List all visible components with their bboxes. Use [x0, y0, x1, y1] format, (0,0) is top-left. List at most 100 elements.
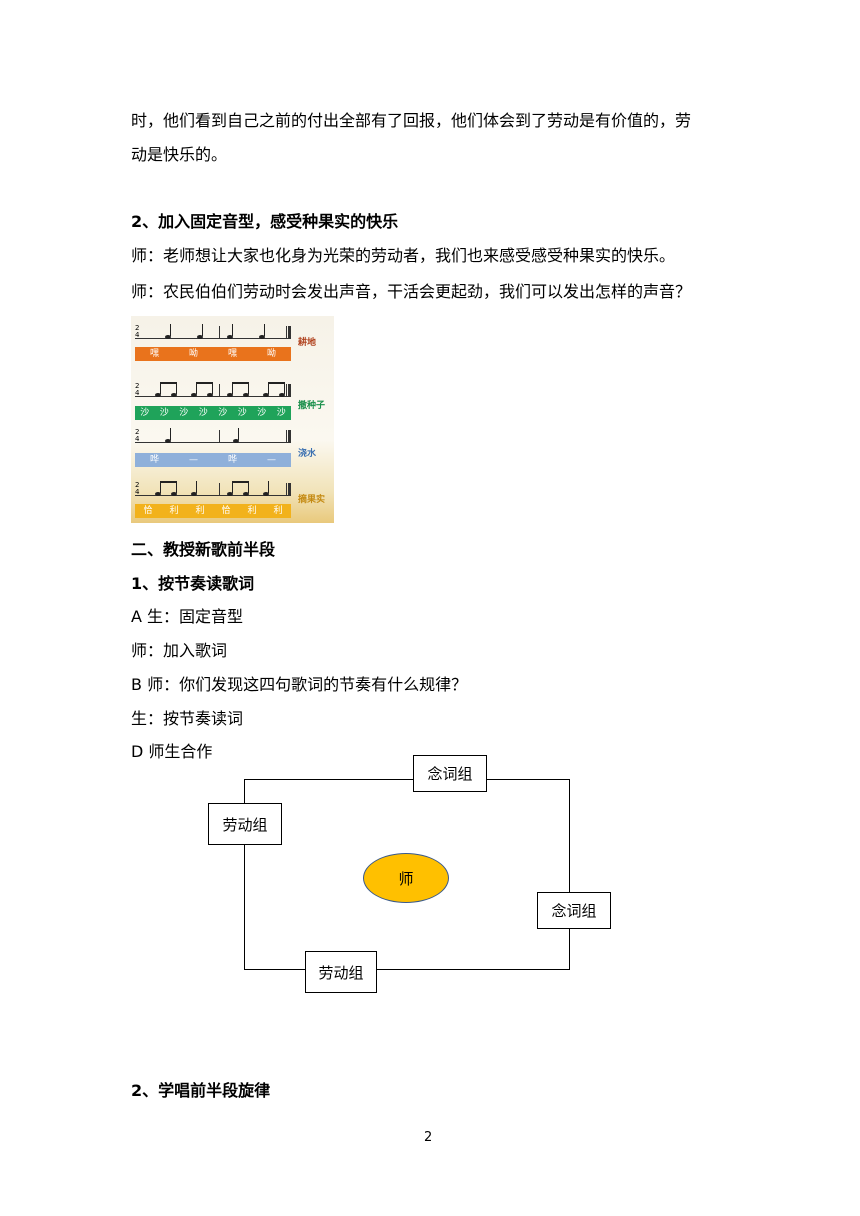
activity-label: 摘果实: [298, 495, 326, 505]
note-stem: [264, 324, 265, 336]
note-head: [233, 439, 239, 443]
diagram-center-oval: 师: [363, 853, 449, 903]
syllable: 沙: [237, 408, 247, 418]
syllable: 恰: [221, 506, 231, 516]
diagram-box-bottom: 劳动组: [305, 951, 377, 993]
step-b: B 师：你们发现这四句歌词的节奏有什么规律？: [131, 675, 468, 694]
paragraph-line-1: 时，他们看到自己之前的付出全部有了回报，他们体会到了劳动是有价值的，劳: [131, 111, 692, 130]
syllable: 沙: [179, 408, 189, 418]
note-head: [165, 335, 171, 339]
step-a: A 生：固定音型: [131, 607, 244, 626]
note-beam: [232, 481, 249, 483]
activity-label: 浇水: [298, 449, 317, 459]
note-head: [155, 393, 161, 397]
note-stem: [202, 324, 203, 336]
note-head: [243, 492, 249, 496]
activity-label: 撒种子: [298, 401, 326, 411]
note-stem: [212, 382, 213, 394]
note-beam: [196, 382, 213, 384]
syllable-band: 恰利利恰利利: [135, 504, 291, 518]
syllable: 嘿: [227, 349, 237, 359]
note-stem: [160, 481, 161, 493]
page-number: 2: [424, 1130, 433, 1145]
note-stem: [284, 382, 285, 394]
note-head: [191, 393, 197, 397]
activity-label: 耕地: [298, 338, 317, 348]
note-stem: [248, 382, 249, 394]
note-stem: [170, 428, 171, 440]
note-beam: [232, 382, 249, 384]
note-head: [171, 393, 177, 397]
syllable: 呦: [266, 349, 276, 359]
section-heading-2: 2、加入固定音型，感受种果实的快乐: [131, 212, 399, 231]
note-stem: [248, 481, 249, 493]
syllable-band: 嘿呦嘿呦: [135, 347, 291, 361]
syllable: —: [188, 455, 198, 465]
note-head: [165, 439, 171, 443]
syllable: —: [266, 455, 276, 465]
note-stem: [196, 382, 197, 394]
note-stem: [232, 324, 233, 336]
note-head: [197, 335, 203, 339]
note-head: [191, 492, 197, 496]
syllable: 利: [169, 506, 179, 516]
syllable: 沙: [198, 408, 208, 418]
note-stem: [232, 481, 233, 493]
note-stem: [160, 382, 161, 394]
sub-heading-2: 2、学唱前半段旋律: [131, 1081, 271, 1100]
step-teacher-lyrics: 师：加入歌词: [131, 641, 228, 660]
diagram-box-top: 念词组: [413, 755, 487, 792]
step-c: 生：按节奏读词: [131, 709, 244, 728]
teacher-line-2: 师：农民伯伯们劳动时会发出声音，干活会更起劲，我们可以发出怎样的声音？: [131, 282, 692, 301]
note-stem: [268, 382, 269, 394]
step-d: D 师生合作: [131, 742, 213, 761]
syllable-band: 沙沙沙沙沙沙沙沙: [135, 406, 291, 420]
note-stem: [232, 382, 233, 394]
diagram-frame: [244, 779, 570, 970]
sub-heading-1: 1、按节奏读歌词: [131, 574, 255, 593]
syllable: 沙: [159, 408, 169, 418]
note-beam: [160, 382, 177, 384]
note-stem: [268, 481, 269, 493]
syllable: 哗: [149, 455, 159, 465]
note-head: [171, 492, 177, 496]
syllable: 利: [273, 506, 283, 516]
note-head: [263, 393, 269, 397]
note-head: [279, 393, 285, 397]
syllable: 沙: [257, 408, 267, 418]
note-stem: [170, 324, 171, 336]
syllable: 沙: [276, 408, 286, 418]
note-head: [227, 393, 233, 397]
syllable: 嘿: [149, 349, 159, 359]
syllable: 呦: [188, 349, 198, 359]
diagram-box-right: 念词组: [537, 892, 611, 929]
note-head: [259, 335, 265, 339]
syllable: 利: [195, 506, 205, 516]
syllable: 沙: [218, 408, 228, 418]
note-head: [155, 492, 161, 496]
note-beam: [160, 481, 177, 483]
diagram-box-left: 劳动组: [208, 803, 282, 845]
note-beam: [268, 382, 285, 384]
syllable: 恰: [143, 506, 153, 516]
syllable: 利: [247, 506, 257, 516]
syllable: 沙: [140, 408, 150, 418]
note-head: [207, 393, 213, 397]
syllable: 哗: [227, 455, 237, 465]
teacher-line-1: 师：老师想让大家也化身为光荣的劳动者，我们也来感受感受种果实的快乐。: [131, 246, 676, 265]
syllable-band: 哗 — 哗 —: [135, 453, 291, 467]
note-stem: [176, 382, 177, 394]
note-head: [227, 492, 233, 496]
note-stem: [176, 481, 177, 493]
note-head: [227, 335, 233, 339]
note-stem: [238, 428, 239, 440]
